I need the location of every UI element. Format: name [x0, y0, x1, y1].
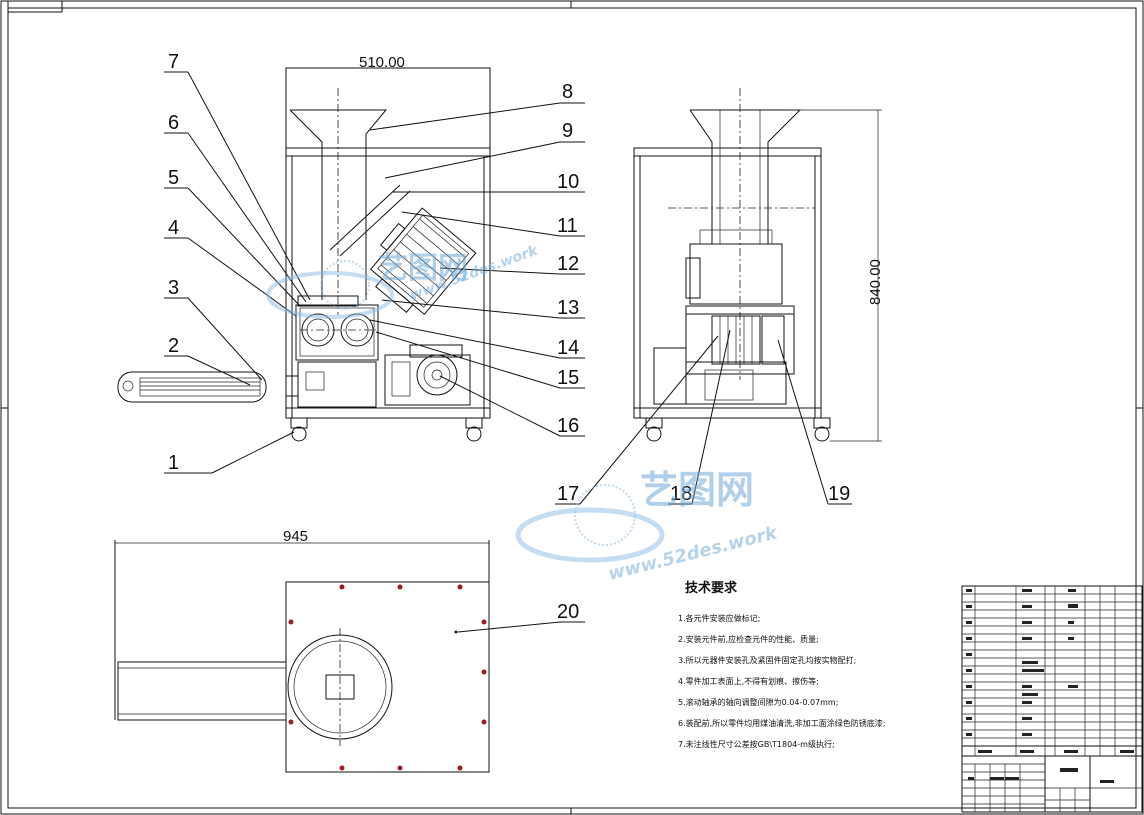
watermark-brand-lower: 艺图网 [640, 468, 754, 512]
tech-req-item-5: 5.滚动轴承的轴向调整间隙为0.04-0.07mm; [678, 697, 838, 707]
tech-req-item-1: 1.各元件安装应做标记; [678, 613, 760, 623]
part-label-14: 14 [557, 337, 579, 359]
tech-req-title: 技术要求 [685, 580, 738, 596]
part-balloons: 7 6 5 4 3 2 1 8 9 10 11 12 13 14 15 16 1 [164, 51, 852, 633]
part-label-13: 13 [557, 297, 579, 319]
part-label-7: 7 [168, 51, 179, 73]
part-label-18: 18 [670, 483, 692, 505]
watermark-brand-upper: 艺图网 [378, 251, 468, 286]
part-label-10: 10 [557, 171, 579, 193]
part-label-15: 15 [557, 367, 579, 389]
top-view: 945 [114, 528, 490, 773]
tech-req-item-7: 7.未注线性尺寸公差按GB\T1804-m级执行; [678, 739, 835, 749]
tech-req-item-4: 4.零件加工表面上,不得有划痕、擦伤等; [678, 676, 819, 686]
title-block [961, 755, 1143, 813]
part-label-19: 19 [828, 483, 850, 505]
tech-req-item-2: 2.安装元件前,应检查元件的性能、质量; [678, 634, 819, 644]
dimension-height-side: 840.00 [867, 259, 884, 305]
bom-table [961, 585, 1143, 757]
part-label-20: 20 [557, 601, 579, 623]
tech-req-item-6: 6.装配前,所以零件均用煤油清洗,非加工面涂绿色防锈底漆; [678, 718, 885, 728]
part-label-16: 16 [557, 415, 579, 437]
corner-tag [7, 0, 63, 13]
part-label-5: 5 [168, 167, 179, 189]
part-label-9: 9 [562, 120, 573, 142]
part-label-12: 12 [557, 253, 579, 275]
tech-req-item-3: 3.所以元器件安装孔及紧固件固定孔均按实物配打; [678, 655, 856, 665]
part-label-17: 17 [557, 483, 579, 505]
front-view: 510.00 [117, 54, 491, 442]
part-label-2: 2 [168, 335, 179, 357]
part-label-6: 6 [168, 112, 179, 134]
part-label-3: 3 [168, 277, 179, 299]
part-label-4: 4 [168, 217, 179, 239]
part-label-1: 1 [168, 452, 179, 474]
part-label-11: 11 [557, 215, 578, 237]
part-label-8: 8 [562, 81, 573, 103]
technical-requirements: 技术要求 1.各元件安装应做标记; 2.安装元件前,应检查元件的性能、质量; 3… [678, 580, 885, 749]
side-view: 840.00 [633, 88, 884, 442]
dimension-width-front: 510.00 [359, 54, 405, 71]
dimension-length-top: 945 [283, 528, 308, 545]
